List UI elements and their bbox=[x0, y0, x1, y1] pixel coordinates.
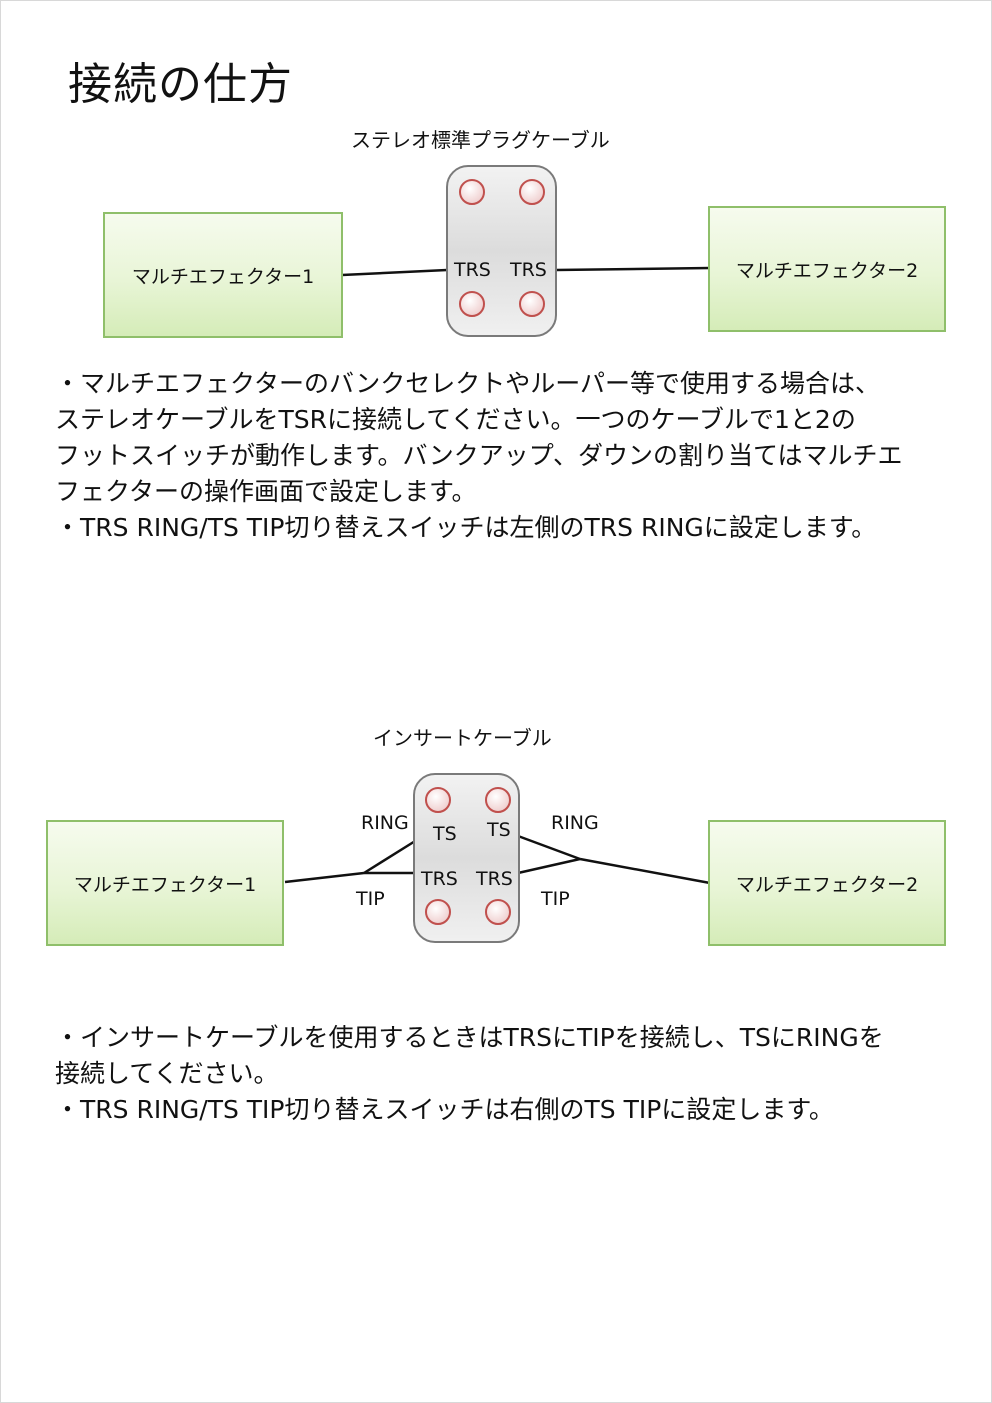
jack-top-right bbox=[519, 179, 545, 205]
jack-trs-left-label: TRS bbox=[454, 259, 491, 281]
jack-trs-right-label-insert: TRS bbox=[476, 868, 513, 890]
notes-insert: ・インサートケーブルを使用するときはTRSにTIPを接続し、TSにRINGを 接… bbox=[55, 1023, 884, 1124]
jack-ts-left-label: TS bbox=[433, 823, 457, 845]
cable-label-insert: インサートケーブル bbox=[373, 726, 552, 750]
multi-effector-1-label: マルチエフェクター1 bbox=[131, 265, 315, 288]
jack-trs-left-label-insert: TRS bbox=[421, 868, 458, 890]
jack-top-left bbox=[459, 179, 485, 205]
multi-effector-1-label-insert: マルチエフェクター1 bbox=[73, 873, 257, 896]
jack-bottom-right bbox=[519, 291, 545, 317]
footswitch-jack-panel-insert: TS TS TRS TRS bbox=[413, 773, 520, 943]
jack-ts-right-label: TS bbox=[487, 819, 511, 841]
wire-right-main bbox=[579, 857, 711, 885]
notes-stereo: ・マルチエフェクターのバンクセレクトやルーパー等で使用する場合は、 ステレオケー… bbox=[55, 369, 903, 542]
footswitch-jack-panel: TRS TRS bbox=[446, 165, 557, 337]
jack-bottom-left-insert bbox=[425, 899, 451, 925]
page-title: 接続の仕方 bbox=[68, 59, 293, 110]
multi-effector-2-label-insert: マルチエフェクター2 bbox=[735, 873, 919, 896]
wire-left-ring bbox=[363, 836, 421, 875]
multi-effector-2-box-insert: マルチエフェクター2 bbox=[708, 820, 946, 946]
wire-label-ring-left: RING bbox=[361, 812, 409, 834]
multi-effector-2-label: マルチエフェクター2 bbox=[735, 259, 919, 282]
wire-right-tip bbox=[517, 857, 581, 875]
wire-label-ring-right: RING bbox=[551, 812, 599, 834]
wire-left-main bbox=[284, 871, 365, 884]
wire-label-tip-left: TIP bbox=[356, 888, 385, 910]
jack-bottom-right-insert bbox=[485, 899, 511, 925]
wire-label-tip-right: TIP bbox=[541, 888, 570, 910]
wire-right-to-trs bbox=[555, 266, 711, 272]
jack-top-right-insert bbox=[485, 787, 511, 813]
insert-cable-wires bbox=[284, 834, 711, 885]
stereo-cable-diagram: ステレオ標準プラグケーブル マルチエフェクター1 TRS TRS マルチエフェク… bbox=[0, 120, 992, 350]
multi-effector-2-box: マルチエフェクター2 bbox=[708, 206, 946, 332]
multi-effector-1-box-insert: マルチエフェクター1 bbox=[46, 820, 284, 946]
stereo-cable-wires bbox=[341, 266, 711, 277]
wire-left-to-trs bbox=[341, 268, 448, 277]
insert-cable-diagram: インサートケーブル マルチエフェクター1 RING TIP TS TS TRS … bbox=[0, 718, 992, 950]
jack-trs-right-label: TRS bbox=[510, 259, 547, 281]
jack-top-left-insert bbox=[425, 787, 451, 813]
multi-effector-1-box: マルチエフェクター1 bbox=[103, 212, 343, 338]
wire-right-ring bbox=[517, 834, 581, 861]
cable-label-stereo: ステレオ標準プラグケーブル bbox=[351, 128, 610, 152]
jack-bottom-left bbox=[459, 291, 485, 317]
